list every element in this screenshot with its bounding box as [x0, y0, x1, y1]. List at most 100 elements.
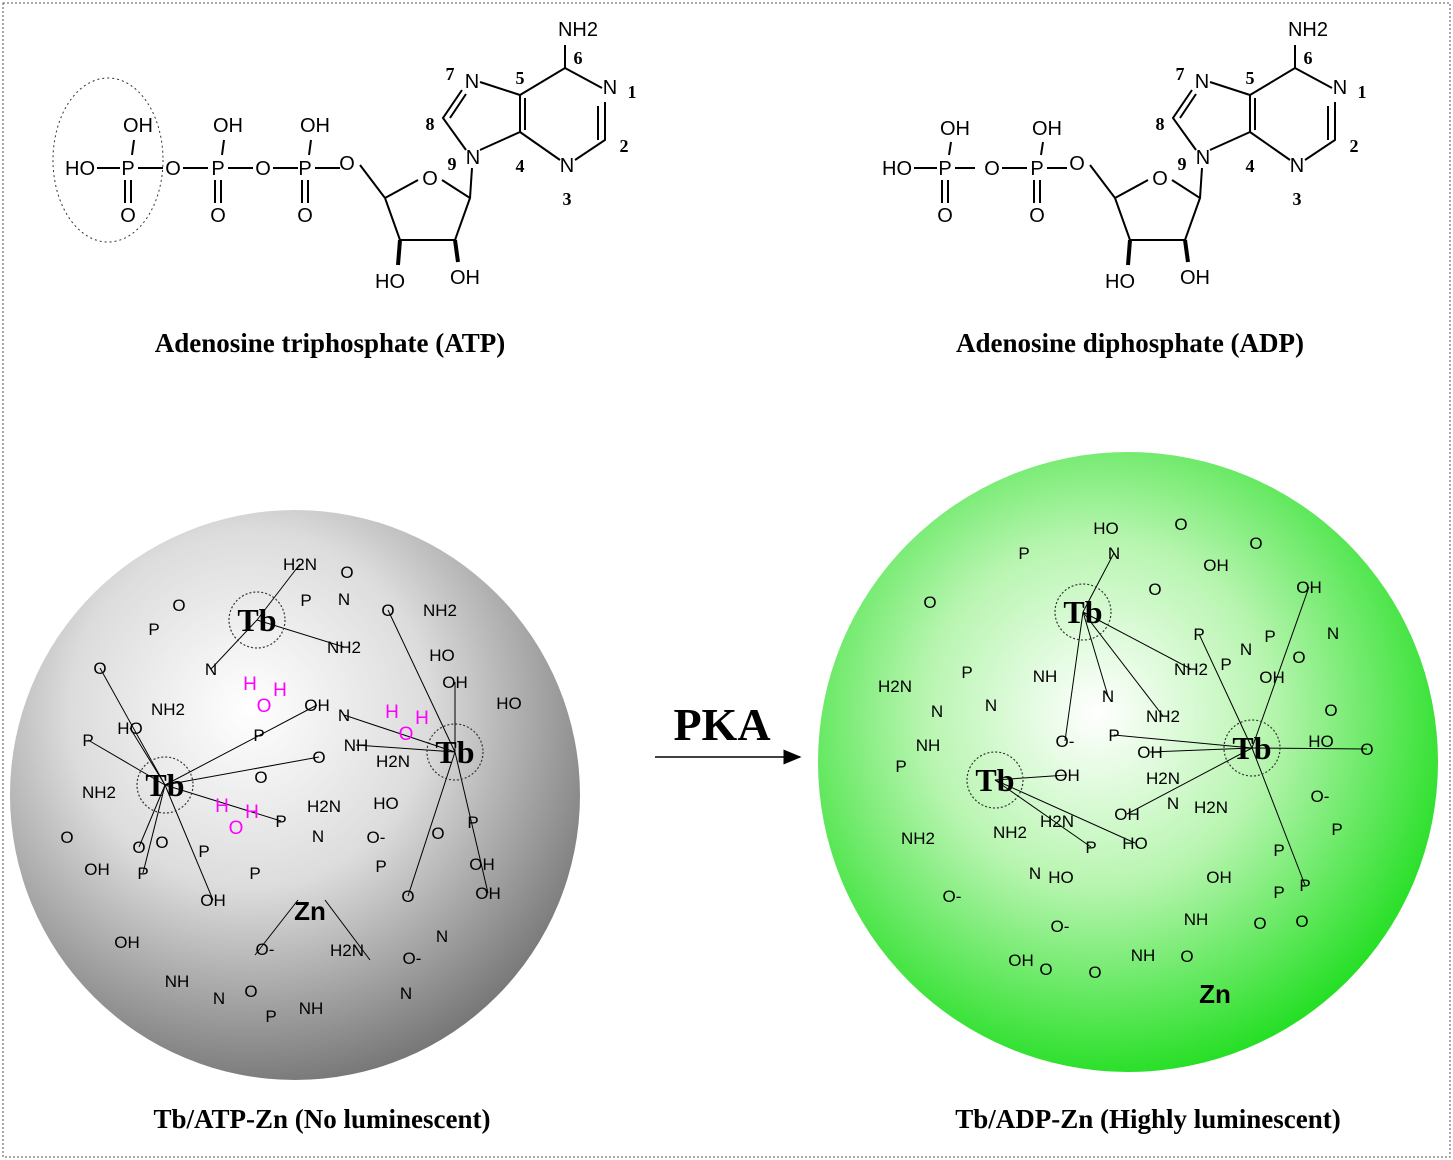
atom-label-p: P	[249, 864, 260, 883]
coordination-bond	[164, 704, 318, 786]
coordination-bond	[387, 609, 456, 753]
bond	[1183, 239, 1190, 263]
ribose-oxygen: O	[1152, 168, 1168, 190]
coordination-bond	[87, 739, 166, 786]
coordination-bond	[1113, 734, 1253, 749]
tb-ion-circle	[228, 591, 286, 649]
coordination-bond	[164, 756, 320, 786]
atom-label-p: P	[148, 620, 159, 639]
oxygen-label: O	[120, 205, 136, 227]
atom-label-p: P	[1264, 627, 1275, 646]
bond	[449, 93, 467, 119]
zn-bond	[324, 899, 371, 961]
ring-number: 7	[446, 64, 455, 84]
bond	[1249, 131, 1291, 161]
hydroxyl-label: OH	[1180, 267, 1210, 289]
atom-label-o: O	[254, 768, 267, 787]
atp-caption: Adenosine triphosphate (ATP)	[155, 328, 506, 358]
atom-label-oh: OH	[469, 855, 495, 874]
hydroxyl-label: HO	[1105, 271, 1135, 293]
coordination-bond	[1082, 611, 1164, 717]
zn-bond	[254, 899, 299, 956]
atom-label-nh: NH	[165, 972, 190, 991]
atom-label-n: N	[1240, 640, 1252, 659]
tb-atp-zn-network: POOHNH2OPNHOOH2NPNO-OHNHPOOHNH2OPNHOOH2N…	[60, 555, 521, 1026]
atom-label-h2n: H2N	[1040, 812, 1074, 831]
terminal-phosphate-highlight	[52, 77, 164, 243]
zn-label: Zn	[294, 896, 326, 926]
atom-label-p: P	[1018, 544, 1029, 563]
atom-label-o: O	[1324, 701, 1337, 720]
ester-oxygen: O	[339, 153, 355, 175]
coordination-bond	[142, 784, 166, 874]
bond	[1040, 141, 1044, 156]
tb-ion-circle	[136, 756, 194, 814]
bond	[479, 81, 521, 151]
atom-label-o: O	[60, 828, 73, 847]
atom-label-oh: OH	[1137, 743, 1163, 762]
ring-number: 7	[1176, 64, 1185, 84]
water-h-label: H	[415, 708, 429, 729]
atom-label-o: O	[1180, 947, 1193, 966]
bond	[1126, 239, 1132, 266]
atom-label-oh: OH	[442, 673, 468, 692]
n7-label: N	[465, 71, 479, 93]
coordination-bond	[343, 714, 456, 753]
atom-label-o-minus: O-	[1311, 787, 1330, 806]
atom-label-p: P	[265, 1007, 276, 1026]
zn-label: Zn	[1199, 979, 1231, 1009]
atom-label-n: N	[436, 927, 448, 946]
atom-label-n: N	[400, 984, 412, 1003]
ring-number: 3	[1293, 189, 1302, 209]
coordination-bond	[1251, 747, 1306, 886]
pka-label: PKA	[673, 699, 770, 750]
coordination-bond	[1082, 552, 1115, 613]
atom-label-o: O	[244, 982, 257, 1001]
bond	[1199, 167, 1203, 199]
bond	[519, 131, 561, 161]
coordination-bond	[1082, 611, 1192, 670]
atom-label-o: O	[1174, 515, 1187, 534]
atom-label-n: N	[205, 660, 217, 679]
phosphorus-label: P	[298, 158, 311, 180]
hydroxyl-label: OH	[300, 115, 330, 137]
ring-number: 2	[620, 136, 629, 156]
bond	[519, 66, 603, 96]
bond	[441, 89, 467, 151]
hydroxyl-label: OH	[213, 115, 243, 137]
bond	[574, 102, 606, 161]
atom-label-o: O	[1253, 914, 1266, 933]
coordination-bond	[164, 784, 214, 901]
atom-label-o-minus: O-	[256, 940, 275, 959]
atom-label-h2n: H2N	[878, 677, 912, 696]
atom-label-p: P	[1273, 883, 1284, 902]
coordination-bond	[1251, 747, 1368, 750]
atom-label-h2n: H2N	[330, 941, 364, 960]
n1-label: N	[603, 77, 617, 99]
oxygen-label: O	[1029, 205, 1045, 227]
atom-label-p: P	[198, 842, 209, 861]
atom-label-ho: HO	[429, 646, 455, 665]
atom-label-n: N	[1108, 544, 1120, 563]
oxygen-label: O	[297, 205, 313, 227]
atom-label-h2n: H2N	[307, 797, 341, 816]
atom-label-ho: HO	[1093, 519, 1119, 538]
atom-label-oh: OH	[114, 933, 140, 952]
tb-label: Tb	[1063, 594, 1102, 630]
atom-label-p: P	[1108, 726, 1119, 745]
bond	[948, 141, 952, 156]
atom-label-n: N	[213, 989, 225, 1008]
bond	[384, 179, 419, 199]
atom-label-nh: NH	[344, 736, 369, 755]
bond	[1209, 81, 1251, 151]
atom-label-ho: HO	[1308, 732, 1334, 751]
atom-label-o: O	[1295, 912, 1308, 931]
bond	[1171, 89, 1197, 151]
coordination-bond	[1126, 747, 1253, 815]
atom-label-p: P	[1273, 841, 1284, 860]
atom-label-oh: OH	[475, 884, 501, 903]
